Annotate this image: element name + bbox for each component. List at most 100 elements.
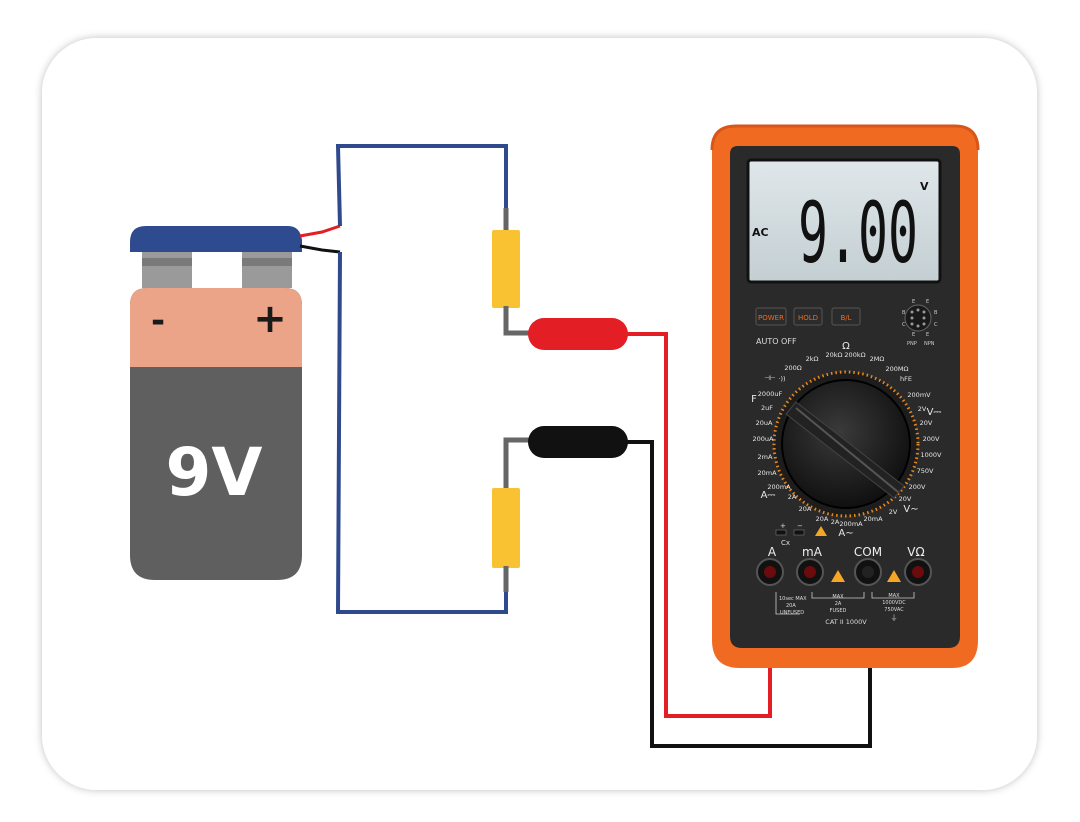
- dial-label: 200mA: [767, 483, 791, 491]
- lcd-reading: 9.00: [798, 184, 918, 282]
- positive-symbol: +: [253, 296, 287, 342]
- dial-label: 2000uF: [758, 390, 783, 398]
- dial-label: 20A: [799, 505, 812, 513]
- a-note-line: UNFUSED: [780, 610, 804, 616]
- socket-pin-label: B: [934, 310, 938, 316]
- jack-vohm[interactable]: [904, 558, 932, 586]
- jack-com[interactable]: [854, 558, 882, 586]
- dial-label: 200mA: [839, 520, 863, 528]
- cx-label: Cx: [781, 539, 790, 547]
- lcd-mode: AC: [752, 226, 769, 239]
- battery: - + 9V: [130, 226, 302, 580]
- warning-icon: [831, 570, 845, 582]
- negative-terminal: [142, 250, 192, 288]
- battery-black-lead: [299, 244, 341, 254]
- dial-label: 750V: [917, 467, 934, 475]
- dial-label: 2V: [918, 405, 927, 413]
- socket-pin-label: E: [926, 299, 929, 305]
- power-button[interactable]: POWER: [755, 307, 787, 326]
- power-button-label: POWER: [758, 314, 784, 322]
- dial-label: 20mA: [757, 469, 777, 477]
- dial-label: 200kΩ: [844, 351, 865, 359]
- jack-label-a: A: [768, 545, 777, 559]
- wire-top: [335, 144, 508, 227]
- svg-text:+: +: [780, 522, 786, 530]
- hold-button-label: HOLD: [798, 314, 818, 322]
- ma-note-line: MAX: [832, 594, 844, 600]
- socket-pin-label: E: [912, 332, 915, 338]
- dial-label: A∼: [838, 528, 853, 539]
- socket-pin-label: E: [912, 299, 915, 305]
- dial-label: V⎓: [927, 407, 942, 418]
- hold-button[interactable]: HOLD: [793, 307, 823, 326]
- dial-label: 2A: [788, 493, 797, 501]
- dial-label: 20A: [816, 515, 829, 523]
- dial-label: ·)): [778, 375, 785, 383]
- dial-label: 200MΩ: [886, 365, 909, 373]
- npn-label: NPN: [924, 341, 935, 347]
- dial-label: 20V: [920, 419, 933, 427]
- dial-label: 20kΩ: [825, 351, 842, 359]
- dial-label: 2V: [889, 508, 898, 516]
- dial-label: 20V: [899, 495, 912, 503]
- svg-text:−: −: [797, 522, 803, 530]
- socket-pin-label: C: [934, 322, 938, 328]
- resistor-bottom: [492, 437, 530, 592]
- socket-pin-label: C: [902, 322, 906, 328]
- dial-label: hFE: [900, 375, 912, 383]
- jack-label-vohm: VΩ: [907, 545, 924, 559]
- jack-ma[interactable]: [796, 558, 824, 586]
- warning-icon: [887, 570, 901, 582]
- pnp-label: PNP: [907, 341, 917, 347]
- wire-bottom: [335, 251, 508, 614]
- dial-label: 2MΩ: [870, 355, 885, 363]
- negative-symbol: -: [151, 301, 165, 341]
- dial-label: 1000V: [921, 451, 943, 459]
- battery-voltage-label: 9V: [165, 434, 262, 511]
- dial-label: 200V: [923, 435, 940, 443]
- socket-pin-label: E: [926, 332, 929, 338]
- v-note-line: 1000VDC: [882, 600, 906, 606]
- jack-label-com: COM: [854, 545, 882, 559]
- dial-label: 200uA: [753, 435, 775, 443]
- dial-label: 2kΩ: [806, 355, 819, 363]
- backlight-button-label: B/L: [840, 314, 851, 322]
- hfe-socket: E E B B C C E E PNP NPN: [902, 299, 938, 347]
- lcd-screen: [746, 158, 942, 284]
- battery-red-lead: [299, 224, 341, 238]
- jack-notes: 10sec MAX 20A UNFUSED MAX 2A FUSED MAX 1…: [775, 592, 915, 626]
- jack-a[interactable]: [756, 558, 784, 586]
- dial-label: Ω: [842, 341, 850, 352]
- v-note-line: 750VAC: [884, 607, 904, 613]
- dial-label: 200V: [909, 483, 926, 491]
- dial-label: 200mV: [907, 391, 931, 399]
- resistor-top: [492, 208, 530, 336]
- black-probe: [528, 426, 872, 748]
- lcd-unit: V: [920, 180, 929, 193]
- ma-note-line: FUSED: [830, 608, 847, 614]
- dial-label: 2uF: [761, 404, 773, 412]
- cat-rating: CAT II 1000V: [825, 618, 867, 626]
- battery-band: [130, 288, 302, 367]
- cx-slot: + − Cx: [775, 522, 827, 547]
- auto-off-label: AUTO OFF: [756, 337, 797, 346]
- ma-note-line: 2A: [835, 601, 842, 607]
- jack-label-ma: mA: [802, 545, 823, 559]
- rotary-knob[interactable]: [781, 379, 911, 509]
- multimeter: AC 9.00 V POWER HOLD B/L AUTO OFF E E B …: [710, 124, 980, 668]
- dial-label: 20mA: [863, 515, 883, 523]
- dial-label: 20uA: [756, 419, 773, 427]
- socket-pin-label: B: [902, 310, 906, 316]
- dial-label: ⊣⊢: [764, 374, 776, 382]
- dial-label: V∼: [903, 504, 918, 515]
- dial-label: 200Ω: [784, 364, 801, 372]
- positive-terminal: [242, 250, 292, 288]
- a-note-line: 10sec MAX: [779, 596, 807, 602]
- backlight-button[interactable]: B/L: [831, 307, 861, 326]
- ground-icon: ⏚: [891, 614, 898, 622]
- battery-clip: [130, 226, 302, 252]
- dial-label: A⎓: [761, 490, 776, 501]
